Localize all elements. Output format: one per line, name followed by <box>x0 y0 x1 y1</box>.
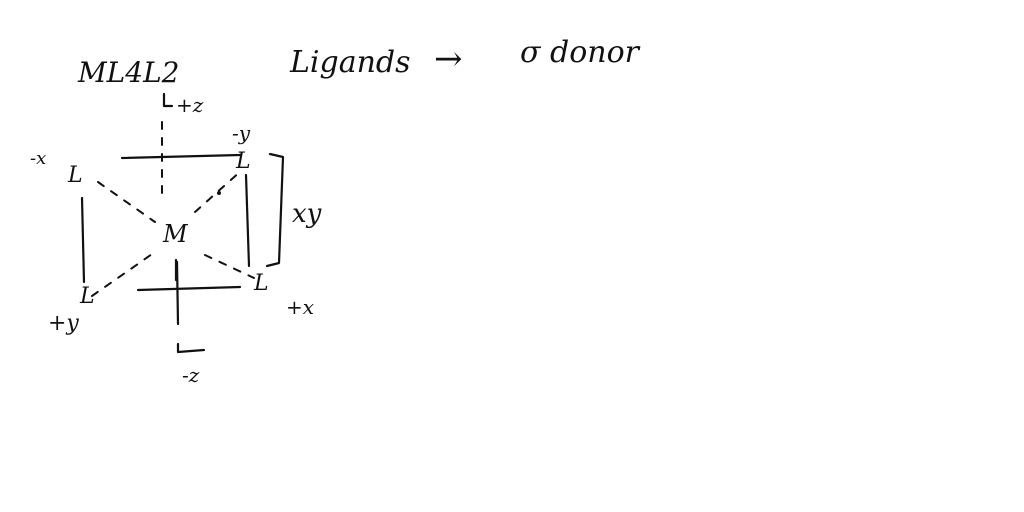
ligand-plus-z-mark <box>162 92 174 108</box>
arrow-label: → <box>434 39 463 79</box>
edge-bottom <box>136 285 242 292</box>
ligand-plus-x: L <box>253 271 269 296</box>
bond-plus-y <box>91 251 156 297</box>
plane-label: xy <box>292 199 322 229</box>
bond-minus-y <box>194 169 243 213</box>
xy-plane-bracket <box>265 152 285 268</box>
ligand-minus-x: L <box>67 163 83 188</box>
octahedron-sketch <box>80 92 285 354</box>
axis-minus-z: -z <box>182 363 200 387</box>
metal-label: M <box>162 220 189 248</box>
axis-plus-z: +z <box>176 93 204 117</box>
ligands-label: Ligands <box>289 45 411 80</box>
axis-minus-y: -y <box>232 121 251 145</box>
ligand-minus-z-mark <box>176 342 206 354</box>
ligand-plus-y: L <box>79 284 95 309</box>
edge-right <box>244 173 251 268</box>
stray-dot <box>217 191 221 195</box>
edge-left <box>80 196 86 284</box>
ligand-minus-y: L <box>235 149 251 174</box>
axis-plus-x: +x <box>286 295 314 319</box>
bond-minus-z <box>175 260 180 326</box>
bond-plus-x <box>204 254 255 279</box>
edge-top <box>120 153 242 160</box>
axis-plus-y: +y <box>48 311 79 336</box>
bond-minus-x <box>97 181 156 223</box>
axis-minus-x: -x <box>30 148 46 169</box>
formula-label: ML4L2 <box>77 56 180 89</box>
sigma-donor-label: σ donor <box>520 35 641 70</box>
